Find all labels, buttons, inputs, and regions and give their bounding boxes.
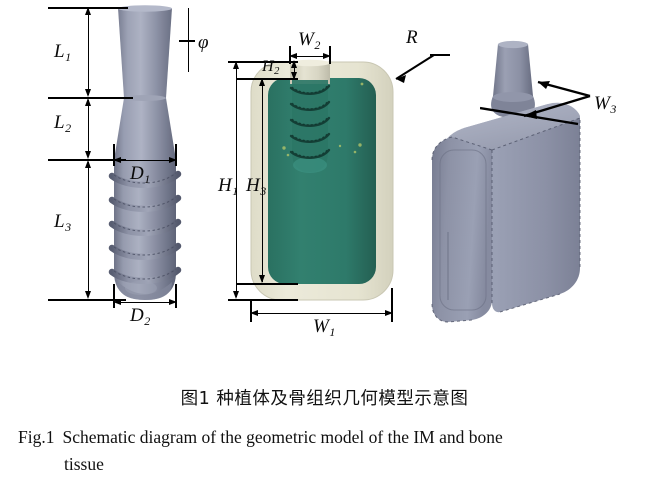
dim-label-d1: D1 xyxy=(130,163,151,186)
arrow-l2-bottom xyxy=(85,151,91,159)
implant-profile-panel: L1 L2 L3 φ D1 xyxy=(0,0,230,340)
ext-line-w1-right xyxy=(391,288,393,322)
dim-label-h2: H2 xyxy=(262,58,280,77)
arrow-d2-left xyxy=(113,299,121,305)
dim-line-l2 xyxy=(88,100,89,156)
bone-cross-section-drawing xyxy=(250,59,394,301)
ext-line-d2-right xyxy=(175,284,177,308)
arrow-d2-right xyxy=(169,299,177,305)
arrow-l3-top xyxy=(85,160,91,168)
dim-label-h1: H1 xyxy=(218,175,239,198)
arrow-h2-top xyxy=(291,60,297,68)
arrow-h1-top xyxy=(233,61,239,69)
arrow-d1-right xyxy=(169,157,177,163)
dim-label-r: R xyxy=(406,27,418,48)
figure-caption-english: Fig.1 Schematic diagram of the geometric … xyxy=(18,424,636,478)
arrow-d1-left xyxy=(113,157,121,163)
dim-line-h3 xyxy=(262,80,263,282)
ext-line-h3-bottom xyxy=(236,283,298,285)
bone-cross-section-panel: H1 H3 H2 W2 W1 xyxy=(218,0,450,345)
arrow-w2-right xyxy=(323,53,331,59)
dim-label-l2: L2 xyxy=(54,112,72,135)
ext-line-d2-left xyxy=(113,284,115,308)
ext-line-l2-bottom xyxy=(48,159,126,161)
arrow-h3-bottom xyxy=(259,275,265,283)
figure-caption-chinese: 图1 种植体及骨组织几何模型示意图 xyxy=(180,389,469,409)
ext-line-h1-bottom xyxy=(228,299,298,301)
implant-profile-drawing xyxy=(108,5,182,300)
dim-line-d1 xyxy=(116,160,174,161)
arrow-l1-bottom xyxy=(85,89,91,97)
figure-number-label: Fig.1 xyxy=(18,427,55,447)
dim-label-phi: φ xyxy=(198,32,209,53)
dim-label-l1: L1 xyxy=(54,41,72,64)
dim-line-l1 xyxy=(88,9,89,95)
dim-label-l3: L3 xyxy=(54,211,72,234)
dim-label-w2: W2 xyxy=(298,29,321,52)
leader-line-r xyxy=(395,54,450,83)
dim-line-w1 xyxy=(253,313,390,314)
figure-caption-line1: Schematic diagram of the geometric model… xyxy=(62,427,503,447)
bone-block-3d-drawing xyxy=(431,40,581,323)
arrow-w1-right xyxy=(385,310,393,316)
arrow-h2-bottom xyxy=(291,72,297,80)
figure-caption-line2: tissue xyxy=(64,454,104,475)
ext-line-d1-left xyxy=(113,144,115,166)
ext-line-l3-bottom xyxy=(48,299,126,301)
arrow-l1-top xyxy=(85,7,91,15)
arrow-h1-bottom xyxy=(233,291,239,299)
arrow-l3-bottom xyxy=(85,291,91,299)
dim-line-h2 xyxy=(294,62,295,78)
arrow-l2-top xyxy=(85,98,91,106)
dim-line-w2 xyxy=(292,56,328,57)
arrow-w2-left xyxy=(289,53,297,59)
bone-block-3d-panel: W3 xyxy=(430,0,649,340)
ext-line-d1-right xyxy=(175,144,177,166)
dim-label-d2: D2 xyxy=(130,305,151,328)
dim-label-w3: W3 xyxy=(594,93,617,116)
dim-line-h1 xyxy=(236,63,237,297)
dim-line-l3 xyxy=(88,162,89,296)
ext-line-l1-bottom xyxy=(48,97,133,99)
leader-line-w3 xyxy=(480,80,591,126)
dim-line-d2 xyxy=(116,302,174,303)
dim-label-h3: H3 xyxy=(246,175,267,198)
ext-line-h1-top xyxy=(228,61,298,63)
ext-line-h3-top xyxy=(236,78,298,80)
dim-label-w1: W1 xyxy=(313,316,336,339)
arrow-w1-left xyxy=(250,310,258,316)
tick-phi xyxy=(179,40,195,43)
arrow-h3-top xyxy=(259,78,265,86)
